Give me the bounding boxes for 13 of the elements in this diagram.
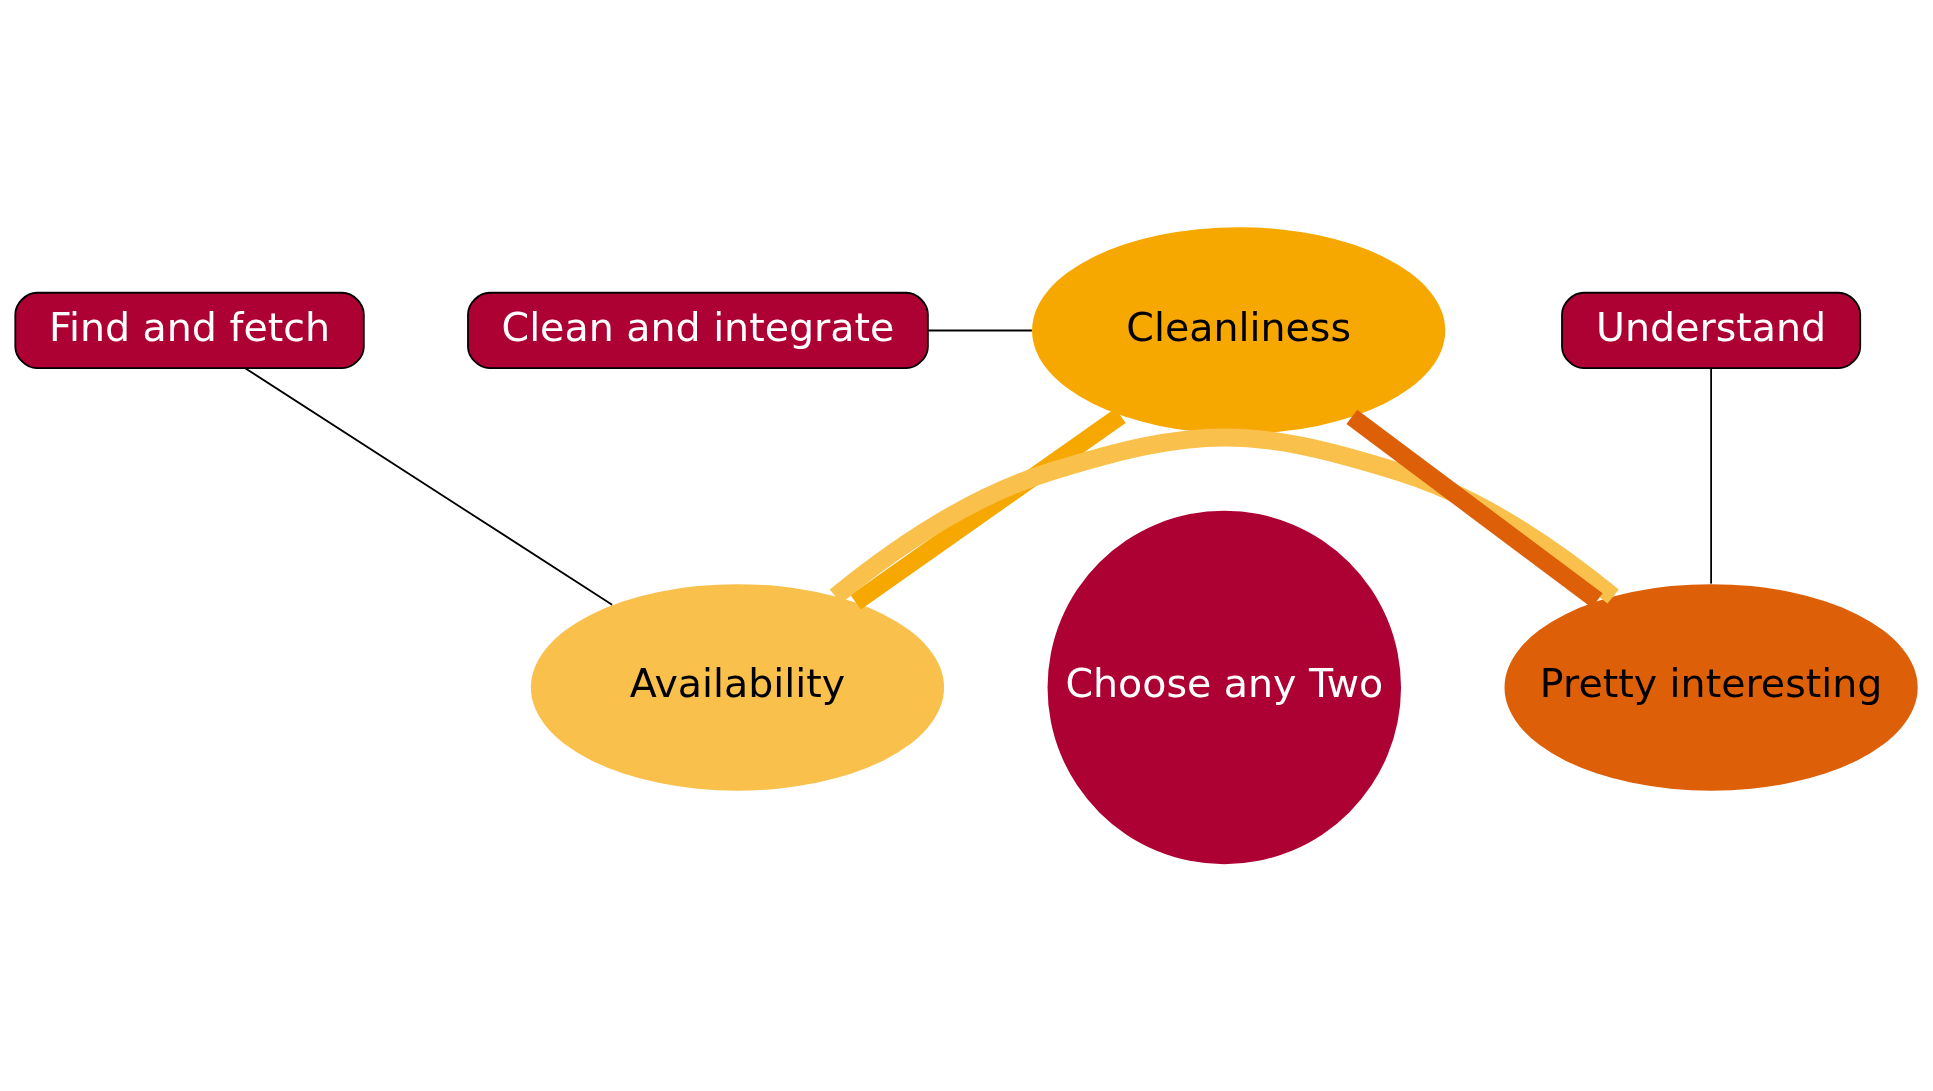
connector <box>1346 409 1603 608</box>
node-box: Understand <box>1561 291 1862 370</box>
node-ellipse: Availability <box>530 584 945 791</box>
connector <box>244 367 613 606</box>
connector <box>1710 367 1712 585</box>
node-box: Find and fetch <box>14 291 365 370</box>
node-box: Clean and integrate <box>467 291 929 370</box>
connector <box>927 329 1033 332</box>
connector <box>850 408 1126 610</box>
node-ellipse: Pretty interesting <box>1504 584 1918 791</box>
node-ellipse: Cleanliness <box>1032 227 1446 434</box>
node-circle: Choose any Two <box>1047 510 1402 865</box>
connector <box>829 428 1619 604</box>
